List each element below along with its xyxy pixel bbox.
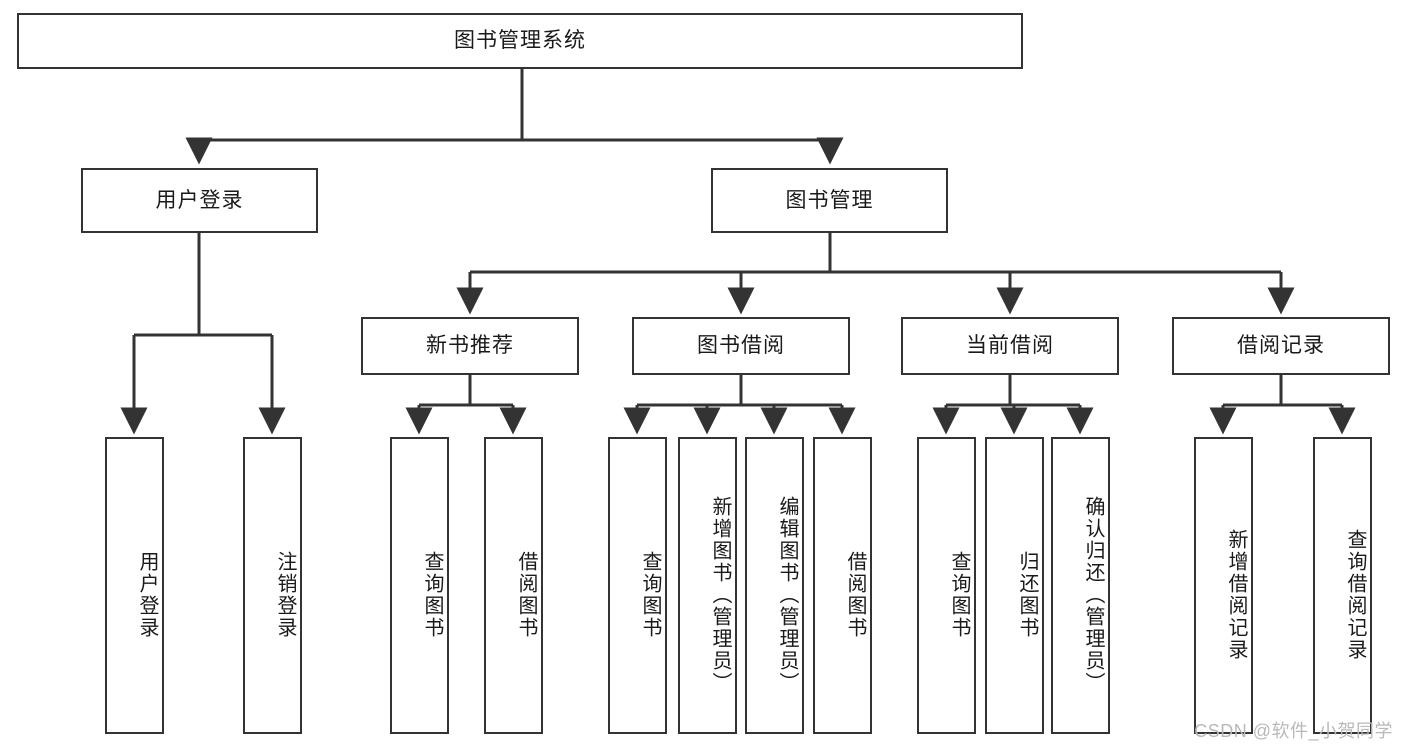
leaf-bb-query-books-label: 查询图书 <box>639 550 661 639</box>
leaf-cb-confirm-return-admin-label: 确认归还（管理员） <box>1082 495 1104 694</box>
leaf-bb-add-book-admin[interactable]: 新增图书（管理员） <box>678 437 737 734</box>
node-book-management[interactable]: 图书管理 <box>711 168 948 233</box>
node-user-login-label: 用户登录 <box>155 188 244 212</box>
leaf-cb-confirm-return-admin[interactable]: 确认归还（管理员） <box>1051 437 1110 734</box>
node-borrow-record[interactable]: 借阅记录 <box>1172 317 1390 375</box>
watermark-text: CSDN @软件_小贺同学 <box>1194 721 1393 741</box>
node-book-management-label: 图书管理 <box>785 188 874 212</box>
leaf-logout[interactable]: 注销登录 <box>243 437 302 734</box>
node-current-borrow-label: 当前借阅 <box>966 334 1054 358</box>
node-new-book-recommend-label: 新书推荐 <box>426 334 514 358</box>
leaf-user-login-label: 用户登录 <box>136 550 158 639</box>
leaf-bb-add-book-admin-label: 新增图书（管理员） <box>709 495 731 694</box>
leaf-br-query-record-label: 查询借阅记录 <box>1344 528 1366 661</box>
leaf-br-query-record[interactable]: 查询借阅记录 <box>1313 437 1372 734</box>
leaf-bb-borrow-books-label: 借阅图书 <box>844 550 866 639</box>
node-current-borrow[interactable]: 当前借阅 <box>901 317 1119 375</box>
leaf-cb-query-books[interactable]: 查询图书 <box>917 437 976 734</box>
leaf-br-add-record[interactable]: 新增借阅记录 <box>1194 437 1253 734</box>
leaf-cb-return-books-label: 归还图书 <box>1016 550 1038 639</box>
node-user-login[interactable]: 用户登录 <box>81 168 318 233</box>
leaf-nbr-query-books[interactable]: 查询图书 <box>390 437 449 734</box>
leaf-bb-borrow-books[interactable]: 借阅图书 <box>813 437 872 734</box>
leaf-cb-query-books-label: 查询图书 <box>948 550 970 639</box>
leaf-cb-return-books[interactable]: 归还图书 <box>985 437 1044 734</box>
node-book-borrow[interactable]: 图书借阅 <box>632 317 850 375</box>
leaf-nbr-query-books-label: 查询图书 <box>421 550 443 639</box>
node-borrow-record-label: 借阅记录 <box>1237 334 1325 358</box>
node-book-borrow-label: 图书借阅 <box>697 334 785 358</box>
leaf-bb-edit-book-admin[interactable]: 编辑图书（管理员） <box>745 437 804 734</box>
node-new-book-recommend[interactable]: 新书推荐 <box>361 317 579 375</box>
leaf-nbr-borrow-books[interactable]: 借阅图书 <box>484 437 543 734</box>
node-root-label: 图书管理系统 <box>454 29 586 53</box>
leaf-br-add-record-label: 新增借阅记录 <box>1225 528 1247 661</box>
leaf-logout-label: 注销登录 <box>274 550 296 639</box>
leaf-user-login[interactable]: 用户登录 <box>105 437 164 734</box>
leaf-nbr-borrow-books-label: 借阅图书 <box>515 550 537 639</box>
leaf-bb-query-books[interactable]: 查询图书 <box>608 437 667 734</box>
node-root[interactable]: 图书管理系统 <box>17 13 1023 69</box>
leaf-bb-edit-book-admin-label: 编辑图书（管理员） <box>776 495 798 694</box>
